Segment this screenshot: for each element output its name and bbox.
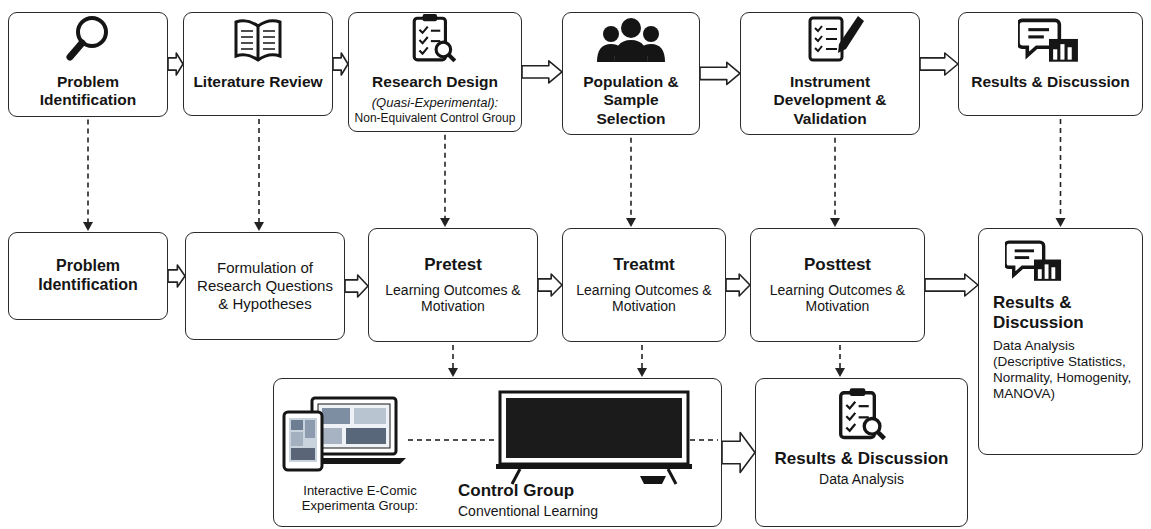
book-icon bbox=[236, 21, 280, 60]
connector-arrow bbox=[626, 138, 636, 227]
process-box: Results & Discussion bbox=[958, 12, 1143, 116]
connector-arrow bbox=[1056, 119, 1066, 227]
box-title: Research Design bbox=[372, 73, 498, 91]
box-text: Conventional Learning bbox=[458, 503, 678, 520]
chart-chat-icon bbox=[1005, 242, 1061, 281]
connector-arrow bbox=[333, 53, 348, 75]
link-line bbox=[690, 439, 718, 441]
connector-arrow bbox=[830, 138, 840, 227]
process-box: Research Design (Quasi-Experimental):Non-… bbox=[348, 12, 522, 132]
process-box: Problem Identification bbox=[8, 12, 168, 117]
process-box: PretestLearning Outcomes & Motivation bbox=[368, 228, 538, 342]
connector-arrow bbox=[440, 135, 450, 227]
connector-arrow bbox=[726, 274, 750, 296]
clipboard-icon bbox=[841, 388, 885, 438]
chart-chat-icon bbox=[1018, 20, 1078, 61]
tablet-laptop-icon bbox=[284, 398, 406, 470]
box-title: Interactive E-Comic Experimenta Group: bbox=[280, 483, 440, 514]
connector-arrow bbox=[925, 274, 978, 296]
checklist-pencil-icon bbox=[810, 16, 864, 60]
process-box: Results & DiscussionData Analysis bbox=[755, 378, 968, 527]
box-text: Learning Outcomes & Motivation bbox=[573, 282, 715, 315]
connector-arrow bbox=[637, 345, 647, 377]
connector-arrow bbox=[538, 274, 562, 296]
process-box: Literature Review bbox=[183, 12, 333, 116]
clipboard-icon bbox=[414, 14, 455, 61]
process-box: Population & Sample Selection bbox=[562, 12, 700, 135]
magnifier-icon bbox=[70, 18, 106, 57]
connector-arrow bbox=[700, 62, 740, 84]
connector-arrow bbox=[835, 345, 845, 377]
box-title: Results & Discussion bbox=[971, 73, 1130, 91]
link-line bbox=[408, 439, 498, 441]
box-title: Results & Discussion bbox=[775, 449, 949, 469]
connector-arrow bbox=[83, 120, 93, 231]
people-icon bbox=[597, 18, 665, 62]
connector-arrow bbox=[254, 119, 264, 231]
process-box: Results & DiscussionData Analysis (Descr… bbox=[978, 228, 1143, 455]
box-title: Formulation of Research Questions & Hypo… bbox=[194, 259, 336, 312]
box-text: Learning Outcomes & Motivation bbox=[379, 282, 527, 315]
connector-arrow bbox=[168, 53, 183, 75]
box-title: Instrument Development & Validation bbox=[746, 73, 914, 128]
process-box: TreatmtLearning Outcomes & Motivation bbox=[562, 228, 726, 342]
process-box: Formulation of Research Questions & Hypo… bbox=[185, 232, 345, 340]
box-title: Population & Sample Selection bbox=[568, 73, 694, 128]
box-title: Pretest bbox=[424, 255, 482, 275]
connector-arrow bbox=[920, 53, 958, 75]
connector-arrow bbox=[448, 345, 458, 377]
box-text: Control Group bbox=[458, 481, 678, 501]
process-box: Problem Identification bbox=[8, 232, 168, 320]
box-title: Treatmt bbox=[613, 255, 674, 275]
box-text: Data Analysis (Descriptive Statistics, N… bbox=[993, 338, 1132, 402]
box-title: Problem Identification bbox=[14, 73, 162, 110]
process-box: PosttestLearning Outcomes & Motivation bbox=[750, 228, 925, 342]
box-title: Problem Identification bbox=[15, 257, 161, 295]
box-title: Literature Review bbox=[193, 73, 322, 91]
box-text: Non-Equivalent Control Group bbox=[355, 111, 516, 125]
box-title: Posttest bbox=[804, 255, 871, 275]
box-text: Data Analysis bbox=[819, 471, 904, 488]
connector-arrow bbox=[345, 275, 368, 297]
connector-arrow bbox=[522, 61, 562, 83]
process-box: Interactive E-Comic Experimenta Group: Co… bbox=[273, 378, 722, 527]
box-title: Results & Discussion bbox=[993, 293, 1132, 333]
connector-arrow bbox=[722, 433, 755, 473]
box-text: (Quasi-Experimental): bbox=[372, 95, 498, 110]
chalkboard-icon bbox=[496, 392, 692, 484]
process-box: Instrument Development & Validation bbox=[740, 12, 920, 135]
box-text: Learning Outcomes & Motivation bbox=[761, 282, 914, 315]
connector-arrow bbox=[168, 265, 185, 287]
